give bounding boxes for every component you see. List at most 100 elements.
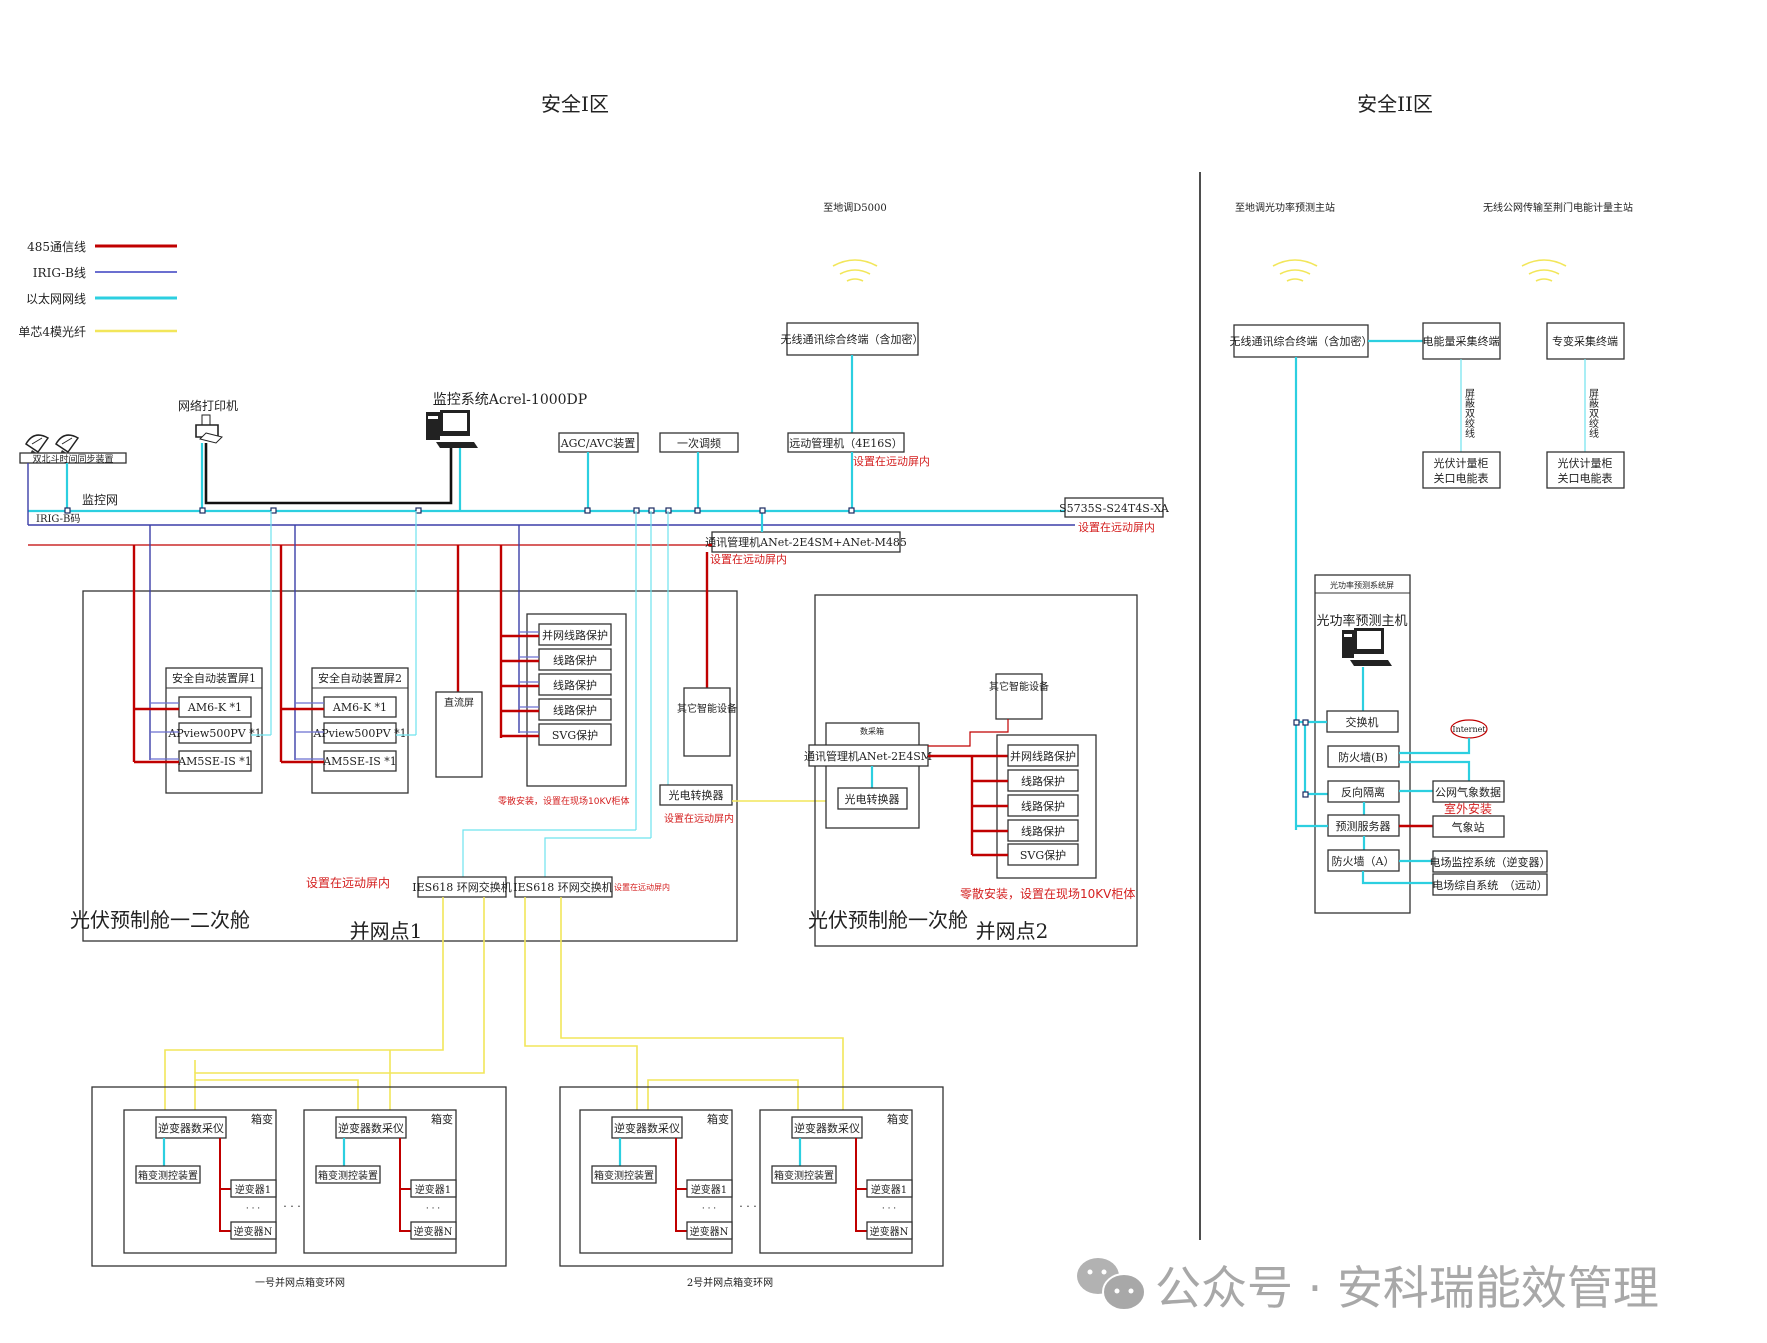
inverter-collector-label: 逆变器数采仪 [614,1121,680,1135]
box-transformer-tag: 箱变 [707,1112,729,1126]
meter-box-1 [1422,451,1501,489]
watermark: 公众号 · 安科瑞能效管理 [1077,1258,1659,1315]
protection-item: 线路保护 [553,653,597,667]
core-switch-label: S5735S-S24T4S-XA [1059,502,1170,515]
core-switch-box [1064,497,1164,518]
ring-switch-2-label: IES618 环网交换机 [513,880,612,894]
forecast-server-label: 预测服务器 [1336,820,1391,833]
oe-converter-note-1: 设置在远动屏内 [664,812,734,825]
inverter-collector-box [611,1116,683,1139]
inverter-first-label: 逆变器1 [415,1183,451,1196]
safety-panel-1: 安全自动装置屏1 AM6-K *1 APview500PV *1 AM5SE-I… [165,667,263,794]
inverter-collector-box [335,1116,407,1139]
oe-converter-box-2 [837,787,908,810]
comm-mgr-label: 通讯管理机ANet-2E4SM+ANet-M485 [705,535,907,549]
inverter-collector-label: 逆变器数采仪 [794,1121,860,1135]
wireless-terminal-label: 无线通讯综合终端（含加密） [781,332,924,346]
weather-station-label: 气象站 [1452,820,1485,834]
plant-automation-box [1432,873,1548,896]
reverse-isolation-label: 反向隔离 [1341,785,1385,799]
grid-point-2: 并网点2 [976,919,1049,943]
ring-switch-1 [417,876,507,898]
to-dispatch-label: 至地调D5000 [823,201,886,214]
safety-panel-2: 安全自动装置屏2 AM6-K *1 APview500PV *1 AM5SE-I… [311,667,409,794]
box-monitor-device [771,1165,837,1184]
other-devices-box-2 [995,673,1043,720]
plant-automation-label: 电场综自系统 （远动） [1432,878,1548,892]
remote-mgr-note: 设置在远动屏内 [853,454,930,468]
inverter-first-label: 逆变器1 [871,1183,907,1196]
inverter-last-label: 逆变器N [870,1225,909,1238]
agc-avc-box [558,432,639,453]
protections-note-2: 零散安装，设置在现场10KV柜体 [960,886,1135,901]
remote-mgr-box [787,432,905,453]
oe-converter-box-1 [659,784,733,806]
box-monitor-label: 箱变测控装置 [774,1169,834,1182]
protection-item: 并网线路保护 [542,628,608,642]
legend-ethernet: 以太网网线 [26,291,86,306]
to-forecast-station-label: 至地调光功率预测主站 [1235,201,1335,214]
protections-note-1: 零散安装，设置在现场10KV柜体 [498,795,630,807]
ring-switch-note-left: 设置在远动屏内 [306,876,390,890]
cabin1-title: 光伏预制舱一二次舱 [70,908,250,932]
inverter-first-box [230,1179,277,1198]
inverter-collector-box [155,1116,227,1139]
core-switch-note: 设置在远动屏内 [1078,520,1155,534]
inverter-first-label: 逆变器1 [235,1183,271,1196]
panel1-item: APview500PV *1 [167,727,261,740]
dc-panel-label: 直流屏 [444,696,474,709]
bus-nodes [64,507,855,514]
inverter-first-box [866,1179,913,1198]
monitor-system-label: 监控系统Acrel-1000DP [433,392,587,408]
inverter-last-box [230,1221,277,1240]
box-transformer-tag: 箱变 [887,1112,909,1126]
cabin1-frame [82,590,738,942]
gps-sync-device: 双北斗时间同步装置 [19,434,127,465]
freq-reg-label: 一次调频 [677,436,721,450]
cabin2-title: 光伏预制舱一次舱 [808,908,968,932]
ring-switch-1-label: IES618 环网交换机 [412,880,511,894]
meter-2-line2: 关口电能表 [1558,471,1613,485]
plant-monitor-box [1432,850,1548,873]
protection-item: 线路保护 [1021,774,1065,788]
meter-1-line1: 光伏计量柜 [1434,456,1489,470]
panel2-title: 安全自动装置屏2 [318,671,402,685]
comm-mgr-2-label: 通讯管理机ANet-2E4SM [804,749,932,763]
inverter-first-box [686,1179,733,1198]
box-monitor-label: 箱变测控装置 [594,1169,654,1182]
special-collector-box [1546,322,1625,360]
other-devices-box-1 [683,687,731,757]
plant-monitor-label: 电场监控系统（逆变器） [1430,855,1551,869]
firewall-b-box [1327,745,1400,768]
protection-item: 线路保护 [553,703,597,717]
other-devices-label-1: 其它智能设备 [677,702,737,715]
inverter-last-box [410,1221,457,1240]
forecast-host-label: 光功率预测主机 [1316,613,1407,629]
twisted-pair-label-2: 屏蔽双绞线 [1587,388,1599,438]
protection-item: 线路保护 [1021,824,1065,838]
protection-item: 线路保护 [1021,799,1065,813]
panel1-item: AM5SE-IS *1 [177,755,252,768]
box-monitor-device [591,1165,657,1184]
internet-cloud-icon: Internet [1450,719,1488,739]
ring2-between-dots: · · · [739,1200,756,1213]
monitor-net-label: 监控网 [82,493,118,507]
legend-fiber: 单芯4模光纤 [18,325,86,339]
public-weather-box [1432,780,1505,803]
oe-converter-label-2: 光电转换器 [845,792,900,806]
public-weather-label: 公网气象数据 [1435,785,1501,799]
inverter-last-label: 逆变器N [414,1225,453,1238]
meter-box-2 [1546,451,1625,489]
twisted-pair-label-1: 屏蔽双绞线 [1463,388,1475,438]
energy-collector-label: 电能量采集终端 [1423,334,1500,348]
zone2-title: 安全II区 [1357,92,1433,116]
box-transformer-tag: 箱变 [431,1112,453,1126]
box-monitor-device [135,1165,201,1184]
wireless-terminal-box [786,322,919,356]
watermark-text: 公众号 · 安科瑞能效管理 [1155,1261,1659,1315]
printer-icon [195,414,223,444]
legend-485: 485通信线 [27,240,86,254]
